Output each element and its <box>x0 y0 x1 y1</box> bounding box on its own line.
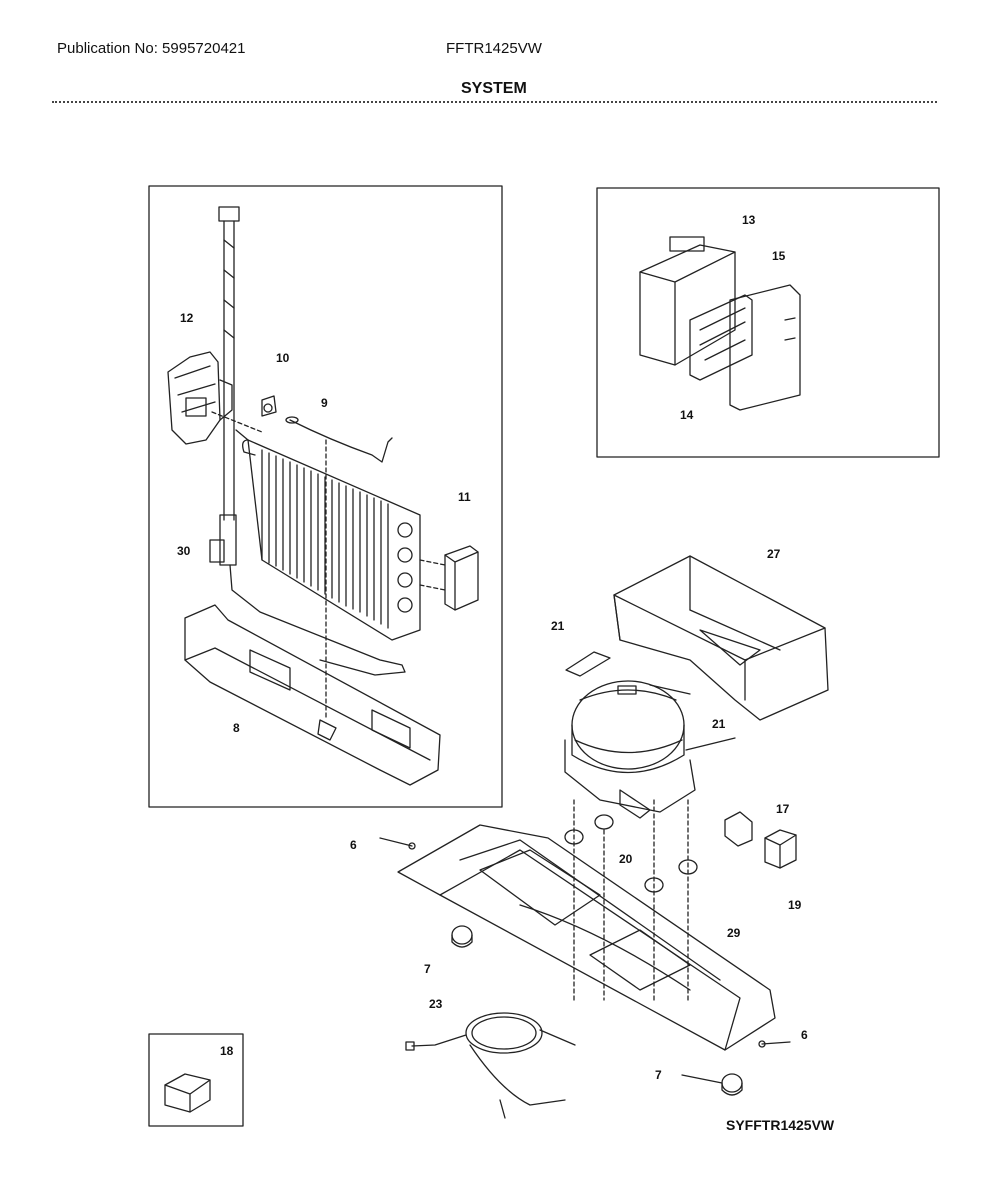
callout-8: 8 <box>233 721 240 735</box>
part-12-housing <box>167 351 233 445</box>
wire-harness <box>218 206 406 676</box>
part-23-power-cord <box>405 1012 576 1119</box>
callout-15: 15 <box>772 249 786 263</box>
control-board-frame <box>596 187 940 458</box>
callout-7a: 7 <box>424 962 431 976</box>
callout-23: 23 <box>429 997 443 1011</box>
callout-21a: 21 <box>551 619 565 633</box>
diagram-code: SYFFTR1425VW <box>726 1117 835 1133</box>
callout-7b: 7 <box>655 1068 662 1082</box>
part-17-relay <box>724 811 753 847</box>
part-11-block <box>419 545 479 611</box>
part-21-grommet <box>565 651 611 677</box>
callout-29: 29 <box>727 926 741 940</box>
mounting-guide-lines <box>573 799 689 1001</box>
publication-number: Publication No: 5995720421 <box>57 40 246 57</box>
callout-12: 12 <box>180 311 194 325</box>
callout-30: 30 <box>177 544 191 558</box>
part-30-sensor <box>209 539 225 563</box>
assembly-guide-line <box>211 411 263 433</box>
part-20-grommets <box>564 814 698 893</box>
model-number: FFTR1425VW <box>446 40 542 57</box>
page-title: SYSTEM <box>461 80 527 97</box>
callout-18: 18 <box>220 1044 234 1058</box>
callout-11: 11 <box>458 490 471 504</box>
callout-6b: 6 <box>801 1028 808 1042</box>
part-7-foot <box>451 925 743 1096</box>
part-18-frame <box>148 1033 244 1127</box>
callout-27: 27 <box>767 547 781 561</box>
evaporator-coil <box>235 429 421 641</box>
evaporator-frame <box>148 185 503 808</box>
callout-9: 9 <box>321 396 328 410</box>
part-18-connector <box>164 1073 211 1113</box>
callout-13: 13 <box>742 213 756 227</box>
part-19-overload <box>764 829 797 869</box>
callout-10: 10 <box>276 351 290 365</box>
part-9-wire <box>285 416 393 463</box>
callout-14: 14 <box>680 408 694 422</box>
callout-19: 19 <box>788 898 802 912</box>
part-10-sensor <box>261 395 277 417</box>
callout-6a: 6 <box>350 838 357 852</box>
part-6-screw <box>379 837 791 1048</box>
callout-17: 17 <box>776 802 790 816</box>
part-8-trough <box>184 604 441 786</box>
control-board-assembly <box>639 236 801 411</box>
part-27-cover <box>613 555 829 721</box>
callout-20: 20 <box>619 852 633 866</box>
compressor <box>564 680 736 819</box>
header-divider <box>52 101 937 103</box>
part-29-base-pan <box>397 824 776 1051</box>
callout-21b: 21 <box>712 717 726 731</box>
